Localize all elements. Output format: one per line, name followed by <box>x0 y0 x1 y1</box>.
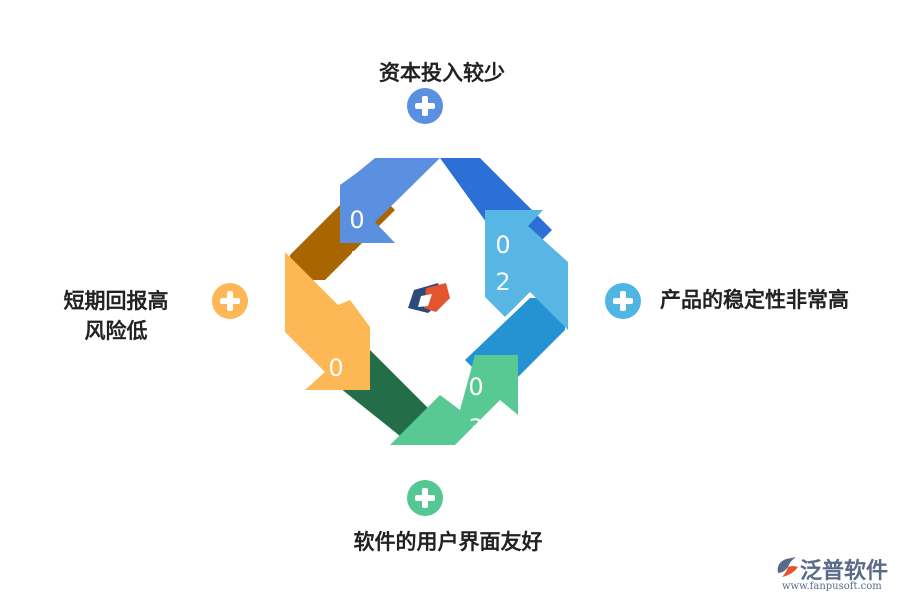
watermark-url: www.fanpusoft.com <box>782 581 882 592</box>
center-logo-icon <box>408 283 450 313</box>
plus-icon-right <box>605 283 641 319</box>
arrow-number-3-top: 0 <box>468 373 483 401</box>
arrow-number-1-bottom: 1 <box>349 246 364 274</box>
arrow-top-head <box>340 158 440 243</box>
plus-icon-bottom <box>407 480 443 516</box>
watermark-logo-icon <box>777 557 798 577</box>
plus-icon-left <box>212 283 248 319</box>
arrow-number-2-top: 0 <box>495 231 510 259</box>
arrow-left-head <box>285 252 370 390</box>
arrow-number-2-bottom: 2 <box>495 268 510 296</box>
arrow-number-1-top: 0 <box>349 206 364 234</box>
arrow-number-4-bottom: 4 <box>328 392 343 420</box>
arrow-number-4-top: 0 <box>328 354 343 382</box>
watermark: 泛普软件 www.fanpusoft.com <box>770 553 890 595</box>
arrow-right-head <box>485 210 568 330</box>
label-short-term-return: 短期回报高 风险低 <box>63 289 169 343</box>
label-user-interface: 软件的用户界面友好 <box>353 530 543 554</box>
label-product-stability: 产品的稳定性非常高 <box>660 288 849 312</box>
label-capital-investment: 资本投入较少 <box>379 61 505 85</box>
plus-icon-top <box>407 88 443 124</box>
arrow-bottom-head <box>390 355 518 445</box>
watermark-brand: 泛普软件 <box>800 559 889 584</box>
arrow-number-3-bottom: 3 <box>468 414 483 442</box>
